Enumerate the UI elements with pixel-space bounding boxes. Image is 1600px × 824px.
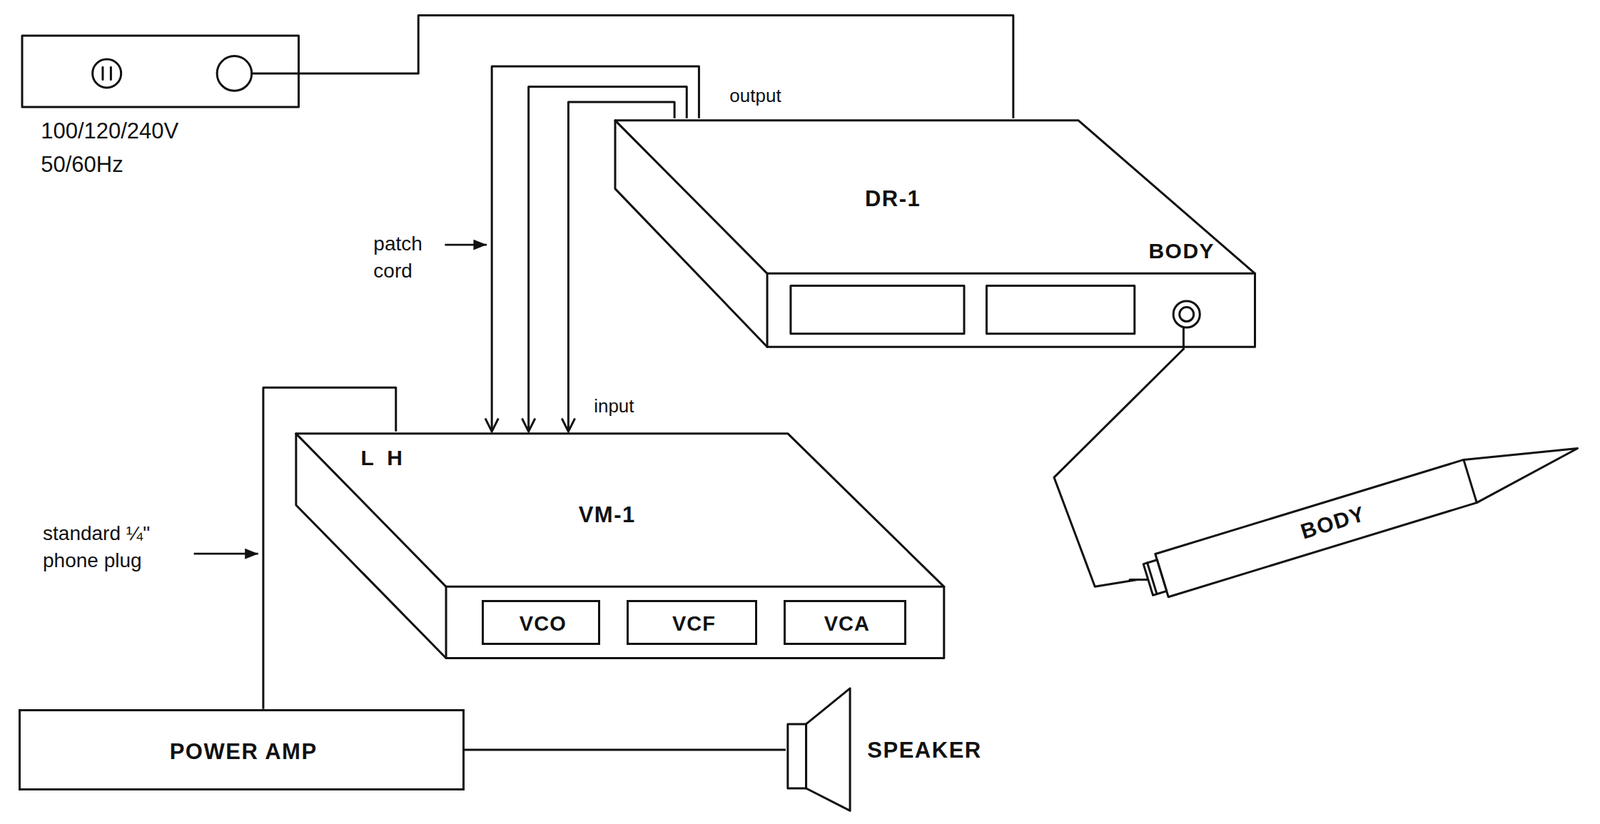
module-name: VCA: [824, 613, 870, 637]
dr-unit-box-outline: [615, 118, 1259, 349]
speaker-symbol: SPEAKER: [785, 686, 990, 820]
pickup-cap-edge: [1146, 563, 1157, 595]
input-jack: [1173, 301, 1200, 328]
input-jack: [1179, 306, 1194, 322]
speaker-cable: [464, 748, 786, 751]
vm-unit-box: VCO VCF VCA L H VM-1: [294, 431, 947, 661]
switch-label: L H: [361, 446, 403, 472]
module-box: VCO: [481, 600, 601, 646]
leader-arrow: [194, 553, 259, 556]
voltage-label: 100/120/240V 50/60Hz: [40, 114, 194, 182]
module-name: VCF: [672, 613, 716, 637]
text-holder: patch cord: [373, 230, 447, 285]
callout-label: standard ¼" phone plug: [42, 520, 196, 575]
text-holder: output: [729, 85, 781, 108]
text-holder: DR-1: [864, 186, 921, 212]
pickup-cap: [1143, 559, 1167, 596]
unit-edge: [615, 120, 768, 347]
socket-slot: [109, 67, 113, 80]
socket-slot: [102, 67, 105, 80]
unit-edge: [446, 585, 945, 589]
outlet-housing: [22, 35, 299, 108]
unit-body: [296, 433, 945, 659]
amp-name: POWER AMP: [169, 739, 318, 766]
speaker-magnet: [787, 724, 807, 789]
text-holder: VCF: [672, 613, 716, 637]
speaker-label: SPEAKER: [867, 738, 982, 765]
text-holder: 100/120/240V 50/60Hz: [40, 114, 194, 182]
pickup-body: [1155, 448, 1578, 597]
text-holder: SPEAKER: [867, 738, 982, 765]
unit-body: [615, 120, 1256, 347]
cord-stub: [1182, 325, 1185, 349]
module-name: VCO: [519, 613, 567, 637]
cord-stub: [251, 72, 300, 75]
module-box: VCF: [626, 600, 758, 646]
power-outlet: 100/120/240V 50/60Hz: [22, 35, 299, 189]
text-holder: BODY: [1148, 238, 1215, 264]
unit-name: DR-1: [864, 186, 921, 212]
front-panel: [986, 285, 1135, 334]
leader-arrow: [444, 244, 487, 247]
text-holder: VM-1: [578, 502, 636, 529]
text-holder: L H: [361, 446, 403, 472]
power-amp-box: POWER AMP: [18, 709, 465, 791]
body-pickup: BODY: [1138, 441, 1586, 607]
power-plug: [217, 56, 253, 92]
jack-label: BODY: [1148, 238, 1215, 264]
text-holder: POWER AMP: [169, 739, 318, 766]
port-label: input: [593, 396, 634, 418]
cord-stub: [1129, 578, 1149, 581]
callout-label: patch cord: [373, 230, 447, 285]
pickup-band: [1463, 459, 1477, 503]
text-holder: VCO: [519, 613, 567, 637]
unit-name: VM-1: [578, 502, 636, 529]
outlet-socket: [92, 59, 122, 88]
front-panel: [790, 285, 965, 334]
dr-unit-box: DR-1BODY: [615, 118, 1259, 349]
unit-edge: [296, 433, 447, 659]
unit-edge: [767, 272, 1255, 275]
text-holder: VCA: [824, 613, 870, 637]
module-box: VCA: [783, 600, 907, 646]
text-holder: standard ¼" phone plug: [42, 520, 196, 575]
port-label: output: [729, 85, 781, 108]
text-holder: input: [593, 396, 634, 418]
speaker-cone: [806, 688, 850, 812]
